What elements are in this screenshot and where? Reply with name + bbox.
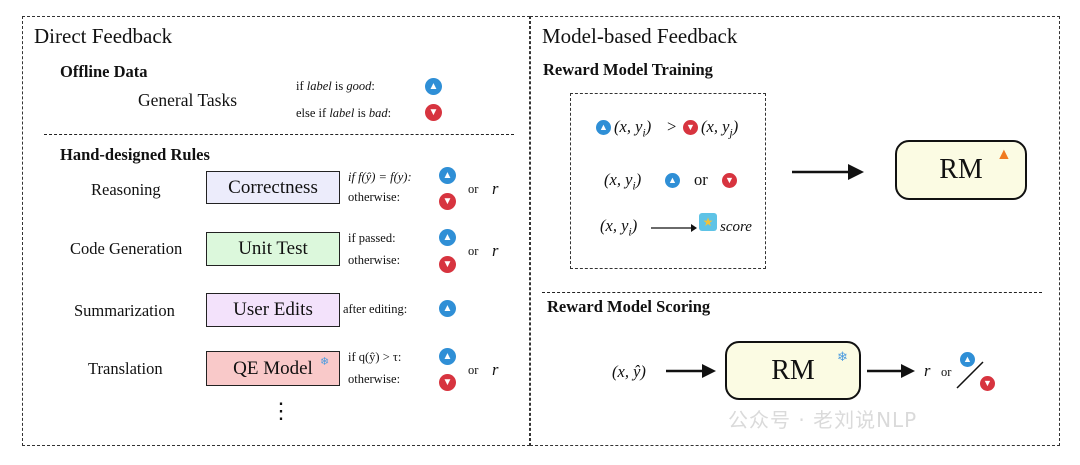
arrow-right-icon <box>867 364 915 378</box>
qe-model-box: QE Model <box>206 351 340 386</box>
hand-designed-rules-heading: Hand-designed Rules <box>60 145 210 164</box>
or-label: or <box>694 170 708 189</box>
thumb-down-icon: ▼ <box>439 193 456 210</box>
training-data-box <box>570 93 766 269</box>
or-label: or <box>468 363 479 377</box>
thumb-up-icon: ▲ <box>425 78 442 95</box>
score-label: score <box>720 219 752 235</box>
label-bad-condition: else if label is bad: <box>296 106 392 120</box>
gt-sign: > <box>667 117 677 136</box>
correctness-box: Correctness <box>206 171 340 204</box>
thumb-down-icon: ▼ <box>722 173 737 188</box>
pair-left: (x, yi) <box>614 117 652 140</box>
arrow-right-icon <box>792 164 864 180</box>
reasoning-label: Reasoning <box>91 180 161 199</box>
unit-test-box: Unit Test <box>206 232 340 266</box>
reward-r-label: r <box>924 361 931 380</box>
translation-cond-1: if q(ŷ) > τ: <box>348 350 402 364</box>
model-based-feedback-panel <box>530 16 1060 446</box>
thumb-up-icon: ▲ <box>439 300 456 317</box>
single-tuple: (x, yi) <box>604 170 642 193</box>
reasoning-cond-2: otherwise: <box>348 190 401 204</box>
or-label: or <box>468 182 479 196</box>
code-generation-label: Code Generation <box>70 239 183 258</box>
reward-model-scoring-heading: Reward Model Scoring <box>547 297 711 316</box>
rm-training-box: RM <box>895 140 1027 200</box>
general-tasks-label: General Tasks <box>138 90 238 110</box>
user-edits-box: User Edits <box>206 293 340 327</box>
rm-label: RM <box>939 154 983 185</box>
summarization-cond: after editing: <box>343 302 408 316</box>
offline-data-heading: Offline Data <box>60 62 148 81</box>
direct-feedback-panel <box>22 16 530 446</box>
summarization-label: Summarization <box>74 301 175 320</box>
thumb-up-icon: ▲ <box>960 352 975 367</box>
thumb-up-icon: ▲ <box>439 167 456 184</box>
or-label: or <box>941 365 952 379</box>
reward-r-label: r <box>492 360 499 379</box>
right-divider <box>542 292 1042 293</box>
translation-cond-2: otherwise: <box>348 372 401 386</box>
fire-icon: ▲ <box>996 146 1012 163</box>
arrow-right-icon <box>651 224 697 232</box>
thumb-up-icon: ▲ <box>439 229 456 246</box>
reward-r-label: r <box>492 241 499 260</box>
thumb-up-icon: ▲ <box>439 348 456 365</box>
or-label: or <box>468 244 479 258</box>
reasoning-cond-1: if f(ŷ) = f(y): <box>348 170 412 184</box>
trophy-icon: ★ <box>699 213 717 231</box>
reward-r-label: r <box>492 179 499 198</box>
code-cond-2: otherwise: <box>348 253 401 267</box>
thumb-up-icon: ▲ <box>596 120 611 135</box>
direct-feedback-title: Direct Feedback <box>34 24 173 48</box>
left-divider <box>44 134 514 135</box>
label-good-condition: if label is good: <box>296 79 375 93</box>
model-based-feedback-title: Model-based Feedback <box>542 24 738 48</box>
code-cond-1: if passed: <box>348 231 396 245</box>
translation-label: Translation <box>88 359 163 378</box>
rm-label: RM <box>771 354 815 386</box>
ellipsis: ⋮ <box>270 398 292 423</box>
scoring-input: (x, ŷ) <box>612 362 646 381</box>
thumb-up-icon: ▲ <box>665 173 680 188</box>
thumb-down-icon: ▼ <box>439 374 456 391</box>
thumb-down-icon: ▼ <box>980 376 995 391</box>
thumb-down-icon: ▼ <box>439 256 456 273</box>
watermark: 公众号 · 老刘说NLP <box>728 408 918 432</box>
score-tuple: (x, yi) <box>600 216 638 239</box>
arrow-right-icon <box>666 364 716 378</box>
reward-model-training-heading: Reward Model Training <box>543 60 713 79</box>
thumb-down-icon: ▼ <box>683 120 698 135</box>
snowflake-icon: ❄ <box>320 356 330 368</box>
rm-scoring-box: RM <box>725 341 861 400</box>
snowflake-icon: ❄ <box>837 349 848 364</box>
thumb-down-icon: ▼ <box>425 104 442 121</box>
pair-right: (x, yj) <box>701 117 739 140</box>
slash-divider <box>956 361 984 389</box>
